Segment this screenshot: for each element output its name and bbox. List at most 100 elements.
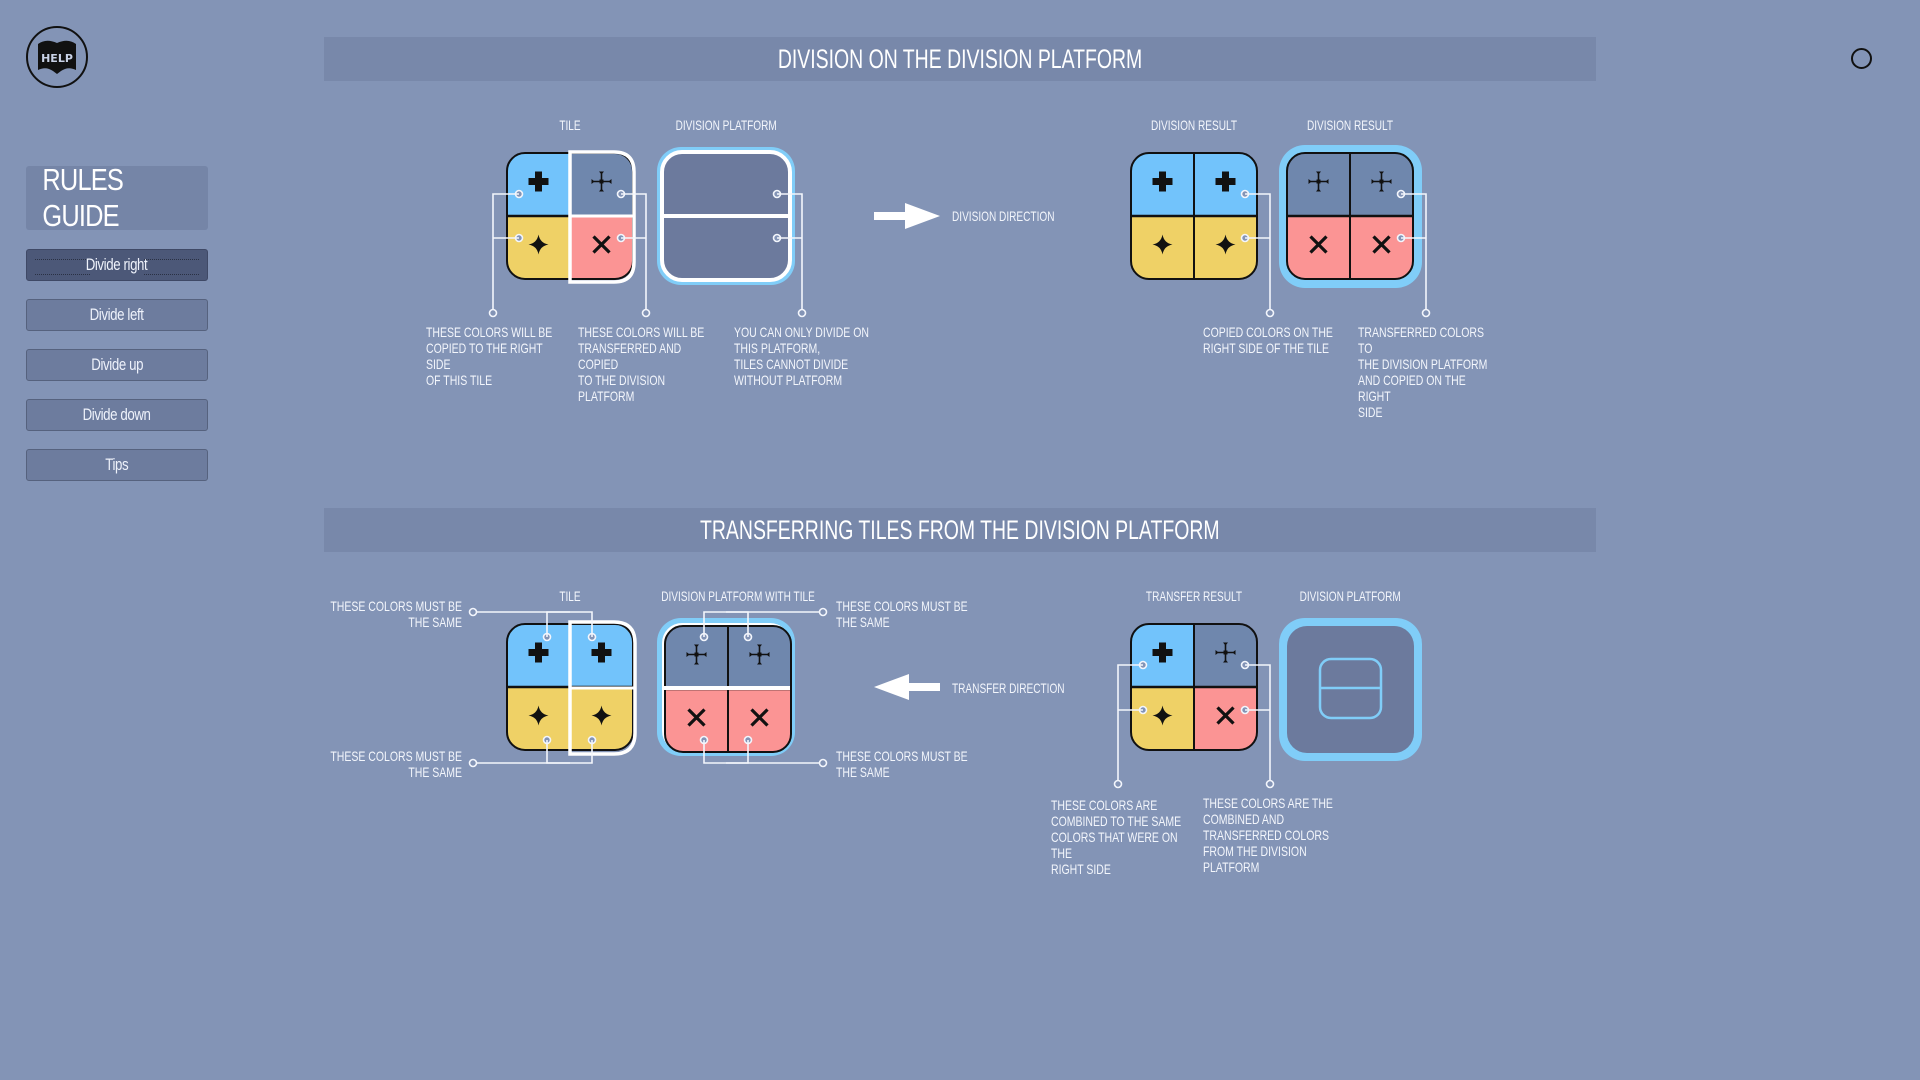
- tile-label: TILE: [559, 117, 581, 133]
- leader-line: [1117, 664, 1143, 784]
- four-point-star-icon: [528, 234, 549, 255]
- help-book-icon: HELP: [38, 40, 76, 74]
- cross-icon-ends: [1371, 171, 1392, 192]
- sidebar-item-divide-right[interactable]: Divide right: [26, 249, 208, 281]
- leader-dot: [1113, 779, 1123, 789]
- note-copied-right: COPIED COLORS ON THE RIGHT SIDE OF THE T…: [1203, 324, 1333, 356]
- cross-icon-ends: [686, 644, 707, 665]
- leader-dot: [818, 607, 828, 617]
- division-result-platform-tile: [1286, 152, 1414, 280]
- note-platform-bottom-same: THESE COLORS MUST BE THE SAME: [836, 748, 968, 780]
- tile-cell-pink: [570, 216, 633, 279]
- right-half-highlight: [568, 620, 637, 756]
- section-header-division: DIVISION ON THE DIVISION PLATFORM: [324, 37, 1596, 81]
- right-half-highlight: [568, 150, 636, 284]
- note-combined-right: THESE COLORS ARE THE COMBINED AND TRANSF…: [1203, 795, 1333, 875]
- division-platform-label: DIVISION PLATFORM: [1299, 588, 1401, 604]
- tile-cell-pink: [665, 689, 728, 752]
- tile-cell-pink: [1350, 216, 1413, 279]
- four-point-star-icon: [528, 705, 549, 726]
- leader-dot: [1421, 308, 1431, 318]
- sidebar-item-tips[interactable]: Tips: [26, 449, 208, 481]
- help-button[interactable]: HELP: [26, 26, 88, 88]
- cross-icon-ends: [1308, 171, 1329, 192]
- note-combined-left: THESE COLORS ARE COMBINED TO THE SAME CO…: [1051, 797, 1182, 877]
- leader-line: [621, 193, 647, 313]
- x-icon: [1309, 235, 1328, 254]
- sidebar-item-divide-down[interactable]: Divide down: [26, 399, 208, 431]
- plus-icon: [591, 642, 612, 663]
- leader-dot: [488, 308, 498, 318]
- circle-icon[interactable]: [1851, 48, 1872, 69]
- platform-label: DIVISION PLATFORM: [675, 117, 777, 133]
- x-icon: [750, 708, 769, 727]
- source-tile: [506, 152, 634, 280]
- x-icon: [1372, 235, 1391, 254]
- leader-line: [492, 193, 519, 313]
- transfer-result-tile: [1130, 623, 1258, 751]
- sidebar-item-divide-left[interactable]: Divide left: [26, 299, 208, 331]
- leader-dot: [1265, 308, 1275, 318]
- cross-icon-ends: [1215, 642, 1236, 663]
- leader-line: [1245, 193, 1271, 313]
- cross-icon-ends: [749, 644, 770, 665]
- sidebar-item-label: Divide left: [90, 305, 144, 324]
- tile-cell-pink: [1194, 687, 1257, 750]
- leader-dot: [468, 758, 478, 768]
- note-transferred-result: TRANSFERRED COLORS TO THE DIVISION PLATF…: [1358, 324, 1488, 420]
- division-result-label: DIVISION RESULT: [1306, 117, 1394, 133]
- platform-with-tile-label: DIVISION PLATFORM WITH TILE: [661, 588, 815, 604]
- leader-line: [1245, 664, 1271, 784]
- tile-cells: [665, 626, 791, 752]
- plus-icon: [528, 642, 549, 663]
- platform-with-tile: [664, 625, 792, 753]
- sidebar-item-label: Divide down: [83, 405, 151, 424]
- sidebar-item-label: Tips: [105, 455, 129, 474]
- empty-division-platform: [1287, 626, 1414, 753]
- plus-icon: [1152, 171, 1173, 192]
- source-tile-2: [506, 623, 634, 751]
- division-direction-label: DIVISION DIRECTION: [952, 208, 1055, 224]
- x-icon: [687, 708, 706, 727]
- leader-line: [777, 193, 803, 313]
- tile-border: [1130, 152, 1258, 280]
- arrow-left-icon: [874, 674, 940, 700]
- sidebar-item-label: Divide up: [91, 355, 143, 374]
- tile-border: [1286, 152, 1414, 280]
- section-title: TRANSFERRING TILES FROM THE DIVISION PLA…: [700, 514, 1220, 545]
- four-point-star-icon: [1215, 234, 1236, 255]
- plus-icon: [528, 171, 549, 192]
- leader-dot: [1265, 779, 1275, 789]
- four-point-star-icon: [1152, 234, 1173, 255]
- tile-cell-pink: [728, 689, 791, 752]
- rules-guide-title: RULES GUIDE: [26, 162, 208, 233]
- note-tile-bottom-same: THESE COLORS MUST BE THE SAME: [330, 748, 462, 780]
- note-platform-only: YOU CAN ONLY DIVIDE ON THIS PLATFORM, TI…: [734, 324, 869, 388]
- sidebar-item-label: Divide right: [86, 255, 148, 274]
- division-result-label: DIVISION RESULT: [1150, 117, 1238, 133]
- help-label: HELP: [41, 52, 73, 65]
- four-point-star-icon: [591, 705, 612, 726]
- section-header-transfer: TRANSFERRING TILES FROM THE DIVISION PLA…: [324, 508, 1596, 552]
- arrow-right-icon: [874, 203, 940, 229]
- division-result-tile: [1130, 152, 1258, 280]
- tile-cell-pink: [1287, 216, 1350, 279]
- tile-border: [1130, 623, 1258, 751]
- sidebar-item-divide-up[interactable]: Divide up: [26, 349, 208, 381]
- leader-line: [1401, 193, 1427, 313]
- cross-icon-ends: [591, 171, 612, 192]
- note-copied-left: THESE COLORS WILL BE COPIED TO THE RIGHT…: [426, 324, 553, 388]
- x-icon: [1216, 706, 1235, 725]
- rules-guide-title-text: RULES GUIDE: [42, 162, 124, 233]
- leader-dot: [797, 308, 807, 318]
- transfer-direction-label: TRANSFER DIRECTION: [952, 680, 1065, 696]
- note-transferred: THESE COLORS WILL BE TRANSFERRED AND COP…: [578, 324, 705, 404]
- leader-dot: [468, 607, 478, 617]
- note-platform-top-same: THESE COLORS MUST BE THE SAME: [836, 598, 968, 630]
- section-title: DIVISION ON THE DIVISION PLATFORM: [777, 43, 1143, 74]
- four-point-star-icon: [1152, 705, 1173, 726]
- transfer-result-label: TRANSFER RESULT: [1145, 588, 1243, 604]
- leader-dot: [818, 758, 828, 768]
- tile-label: TILE: [559, 588, 581, 604]
